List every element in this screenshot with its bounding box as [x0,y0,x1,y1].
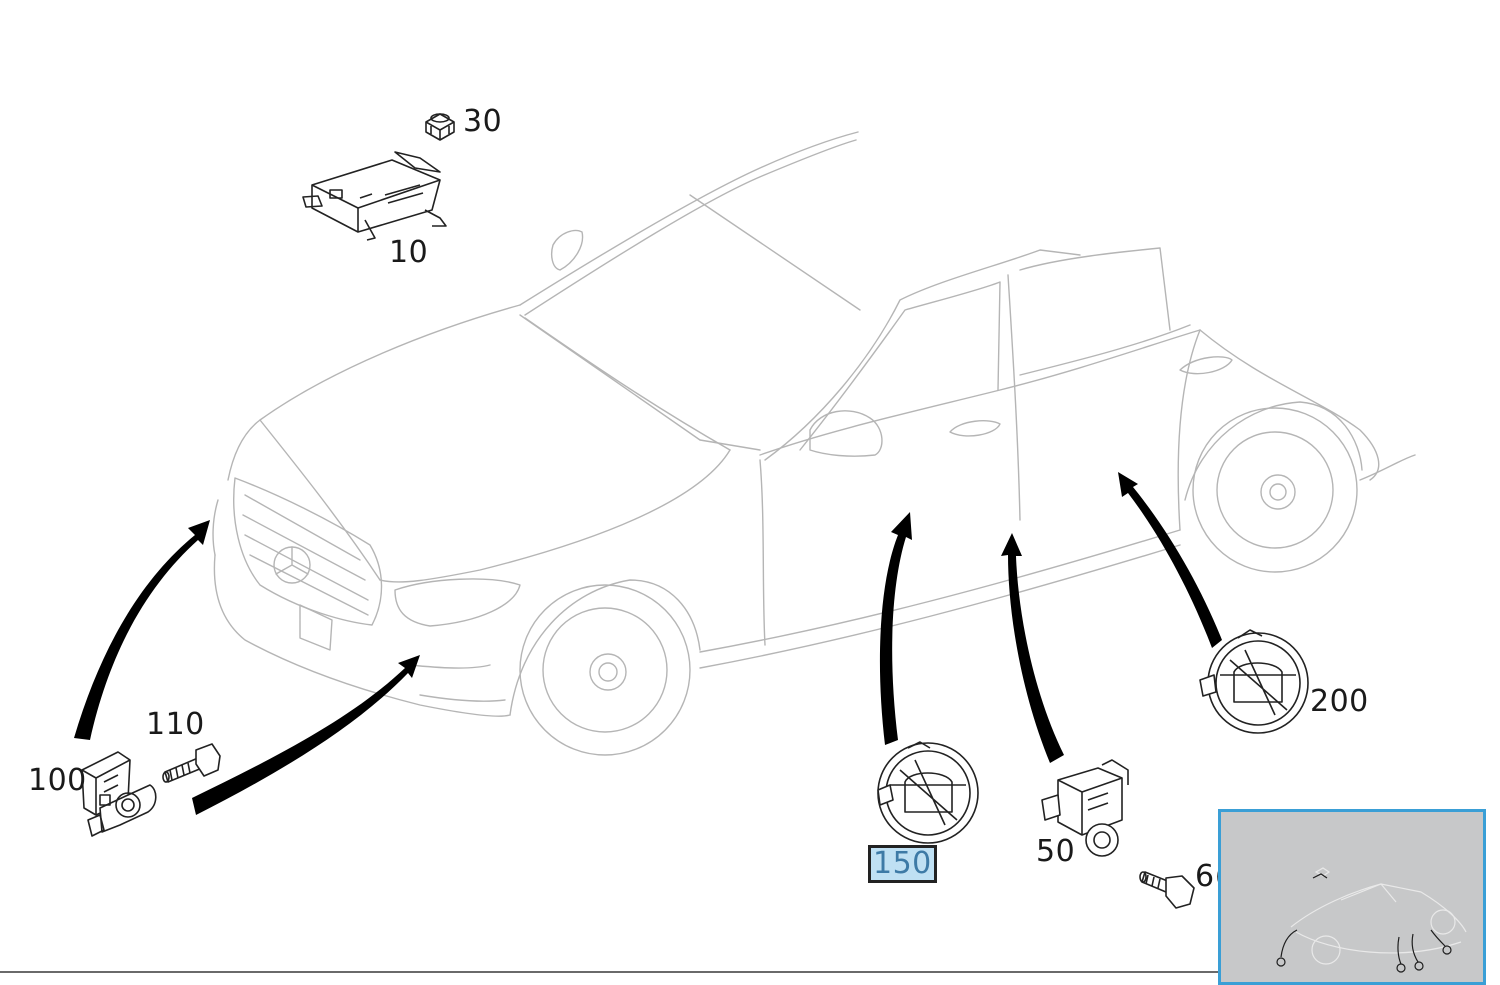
callout-50[interactable]: 50 [1036,834,1076,869]
arrow-200 [1118,472,1222,648]
arrow-100b [192,655,420,815]
airbag-control-unit-part[interactable] [302,151,447,241]
thumbnail-car-icon [1276,867,1467,973]
door-pressure-sensor-part-150[interactable] [877,741,979,844]
car-outline [212,131,1416,756]
b-pillar-sensor-part-50[interactable] [1041,759,1129,857]
callout-110[interactable]: 110 [146,707,205,742]
nut-part[interactable] [425,113,455,141]
callout-200[interactable]: 200 [1310,684,1369,719]
arrow-150 [879,512,912,745]
arrow-50 [1001,533,1064,763]
callout-150[interactable]: 150 [868,845,937,883]
leader-arrows [74,472,1222,815]
callout-10[interactable]: 10 [389,235,429,270]
callout-30[interactable]: 30 [463,104,503,139]
bottom-divider [0,971,1218,973]
overview-thumbnail[interactable] [1218,809,1486,985]
bolt-part-110[interactable] [162,743,221,783]
callout-100[interactable]: 100 [28,763,87,798]
front-impact-sensor-part[interactable] [81,751,157,837]
rear-door-pressure-sensor-part-200[interactable] [1199,629,1309,734]
bolt-part-60[interactable] [1139,871,1195,909]
arrow-100 [74,520,210,740]
